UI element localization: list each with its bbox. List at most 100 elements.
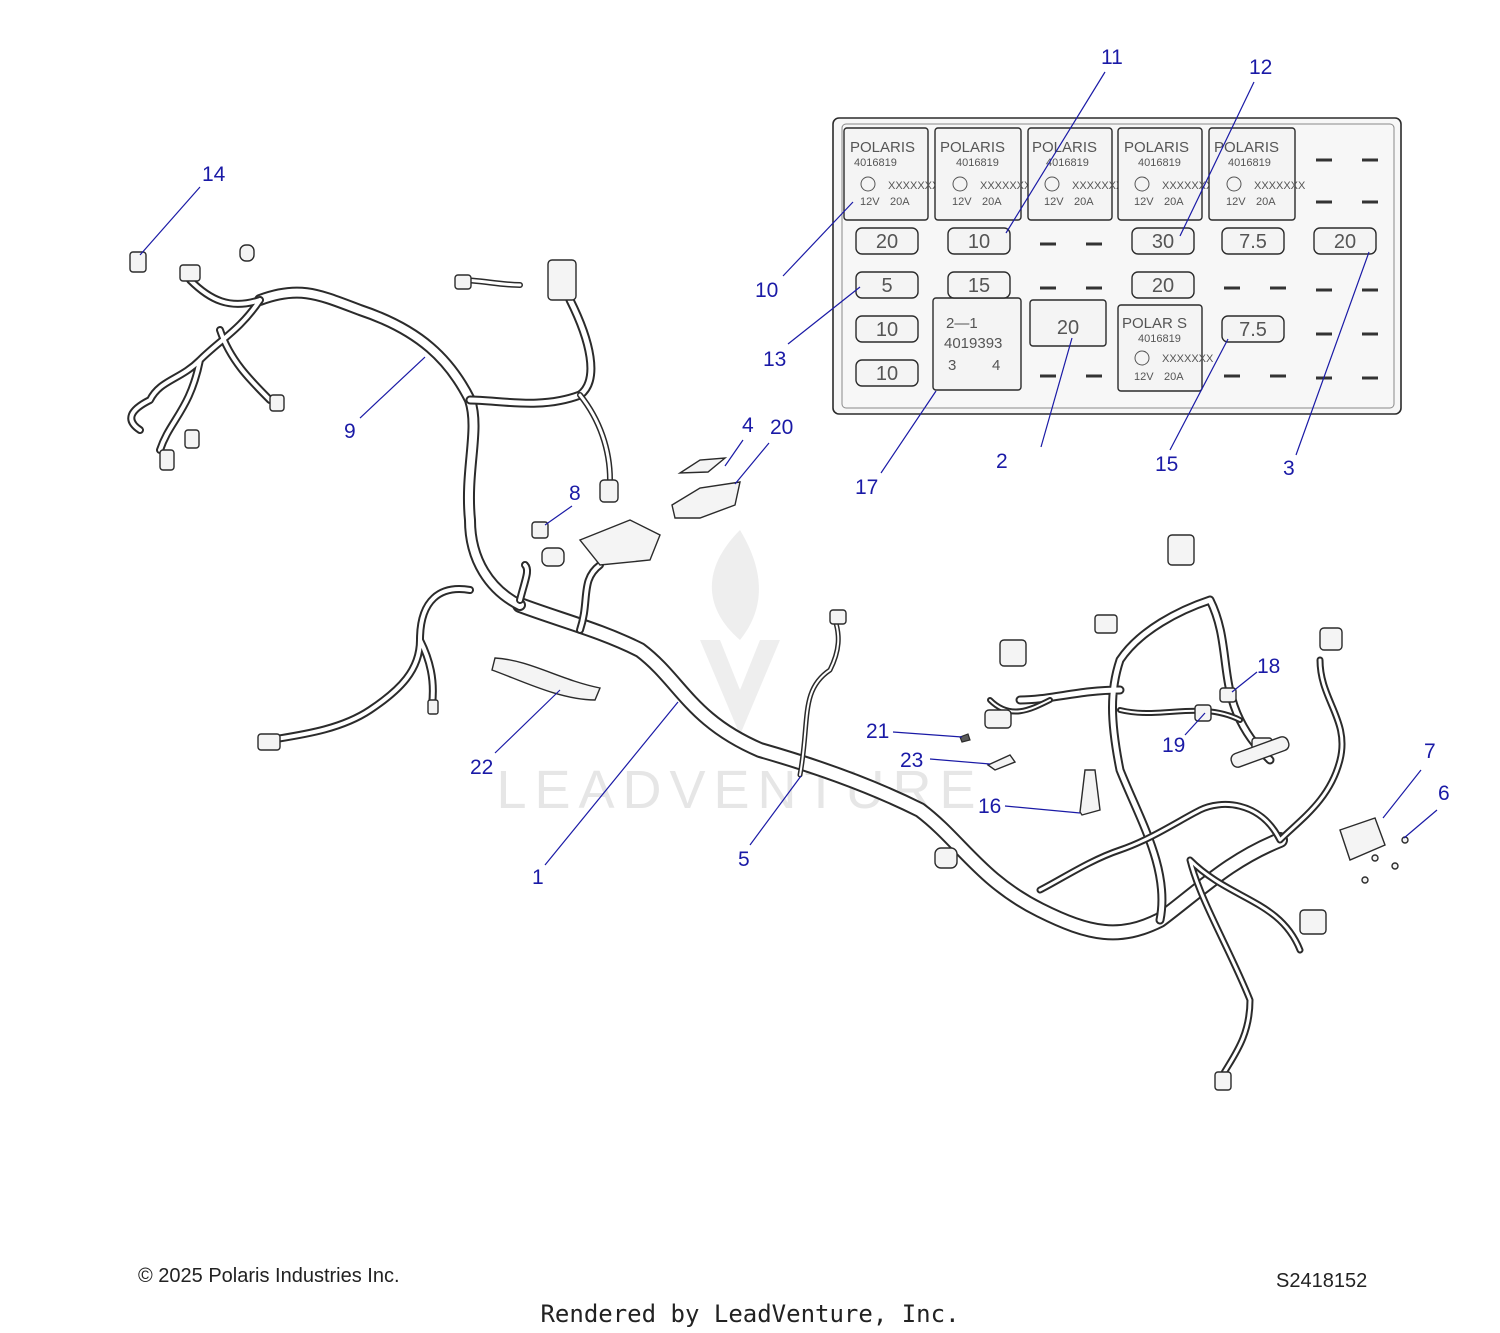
svg-text:7.5: 7.5 bbox=[1239, 231, 1267, 253]
part-20-cover bbox=[671, 481, 741, 519]
svg-text:20: 20 bbox=[876, 231, 898, 253]
callout-16: 16 bbox=[978, 795, 1001, 818]
fuse-large-2: 20 bbox=[1029, 299, 1107, 347]
callout-20: 20 bbox=[770, 416, 793, 439]
relay-bottom-right: POLAR S 4016819 XXXXXXX 12V 20A bbox=[1117, 304, 1214, 392]
svg-text:POLARIS: POLARIS bbox=[940, 139, 1005, 156]
callout-10: 10 bbox=[755, 279, 778, 302]
connector-19 bbox=[1194, 704, 1212, 722]
svg-text:12V: 12V bbox=[1044, 196, 1064, 208]
relay-top-1: POLARIS 4016819 XXXXXXX 12V 20A bbox=[843, 127, 940, 221]
svg-text:20A: 20A bbox=[1256, 196, 1276, 208]
svg-text:4016819: 4016819 bbox=[1138, 333, 1181, 345]
part-21-tie bbox=[959, 733, 971, 743]
relay-top-5: POLARIS 4016819 XXXXXXX 12V 20A bbox=[1208, 127, 1306, 221]
svg-text:20A: 20A bbox=[1164, 371, 1184, 383]
svg-text:4016819: 4016819 bbox=[1138, 157, 1181, 169]
part-22-shield bbox=[491, 657, 601, 701]
fuse-20-right: 20 bbox=[1313, 227, 1377, 255]
fuse-7-5-top: 7.5 bbox=[1221, 227, 1285, 255]
fuse-15: 15 bbox=[947, 271, 1011, 299]
rendered-by-text: Rendered by LeadVenture, Inc. bbox=[540, 1300, 960, 1328]
relay-top-3: POLARIS 4016819 XXXXXXX 12V 20A bbox=[1027, 127, 1124, 221]
relay-top-4: POLARIS 4016819 XXXXXXX 12V 20A bbox=[1117, 127, 1214, 221]
callout-3: 3 bbox=[1283, 457, 1295, 480]
relay-top-2: POLARIS 4016819 XXXXXXX 12V 20A bbox=[934, 127, 1032, 221]
watermark: LEADVENTURE bbox=[496, 530, 976, 820]
connector-8 bbox=[531, 521, 549, 539]
fuse-30: 30 bbox=[1131, 227, 1195, 255]
svg-text:12V: 12V bbox=[1134, 196, 1154, 208]
callout-18: 18 bbox=[1257, 655, 1280, 678]
fuse-10-top: 10 bbox=[947, 227, 1011, 255]
connector-14 bbox=[129, 251, 147, 273]
callout-5: 5 bbox=[738, 848, 750, 871]
svg-text:20A: 20A bbox=[890, 196, 910, 208]
svg-text:POLARIS: POLARIS bbox=[850, 139, 915, 156]
svg-text:4019393: 4019393 bbox=[944, 335, 1002, 352]
svg-text:XXXXXXX: XXXXXXX bbox=[980, 180, 1032, 192]
part-7-grommet bbox=[1339, 817, 1386, 861]
callout-14: 14 bbox=[202, 163, 226, 186]
fuse-10-bottom: 10 bbox=[855, 359, 919, 387]
svg-text:4: 4 bbox=[992, 357, 1000, 374]
fuse-20-top-left: 20 bbox=[855, 227, 919, 255]
svg-text:2—1: 2—1 bbox=[946, 315, 978, 332]
copyright-text: © 2025 Polaris Industries Inc. bbox=[138, 1265, 400, 1287]
fuse-box: POLARIS 4016819 XXXXXXX 12V 20A POLARIS … bbox=[832, 117, 1402, 415]
callout-12: 12 bbox=[1249, 56, 1272, 79]
callout-4: 4 bbox=[742, 414, 754, 437]
callout-1: 1 bbox=[532, 866, 544, 889]
svg-text:5: 5 bbox=[881, 275, 892, 297]
svg-text:4016819: 4016819 bbox=[1228, 157, 1271, 169]
svg-text:4016819: 4016819 bbox=[956, 157, 999, 169]
svg-text:12V: 12V bbox=[1134, 371, 1154, 383]
svg-text:12V: 12V bbox=[860, 196, 880, 208]
callout-19: 19 bbox=[1162, 734, 1185, 757]
svg-text:20: 20 bbox=[1334, 231, 1356, 253]
fuse-7-5-bottom: 7.5 bbox=[1221, 315, 1285, 343]
svg-text:20: 20 bbox=[1057, 317, 1079, 339]
watermark-v-icon bbox=[700, 640, 780, 735]
svg-text:4016819: 4016819 bbox=[854, 157, 897, 169]
callout-17: 17 bbox=[855, 476, 878, 499]
part-4-label bbox=[677, 457, 728, 474]
svg-text:XXXXXXX: XXXXXXX bbox=[1254, 180, 1306, 192]
callouts: 1 2 3 4 5 6 7 8 9 10 11 12 13 14 15 16 1… bbox=[139, 46, 1450, 889]
part-23-clip bbox=[986, 754, 1017, 771]
svg-text:XXXXXXX: XXXXXXX bbox=[1072, 180, 1124, 192]
relay-17: 2—1 4019393 3 4 bbox=[932, 297, 1022, 391]
callout-15: 15 bbox=[1155, 453, 1178, 476]
fuse-5: 5 bbox=[855, 271, 919, 299]
ecu-module bbox=[578, 519, 661, 566]
fuse-20-middle: 20 bbox=[1131, 271, 1195, 299]
svg-text:20A: 20A bbox=[1074, 196, 1094, 208]
callout-13: 13 bbox=[763, 348, 786, 371]
svg-text:30: 30 bbox=[1152, 231, 1174, 253]
svg-text:12V: 12V bbox=[952, 196, 972, 208]
callout-2: 2 bbox=[996, 450, 1008, 473]
callout-22: 22 bbox=[470, 756, 493, 779]
svg-text:XXXXXXX: XXXXXXX bbox=[1162, 180, 1214, 192]
svg-text:10: 10 bbox=[968, 231, 990, 253]
svg-text:XXXXXXX: XXXXXXX bbox=[888, 180, 940, 192]
empty-fuse-slots bbox=[1040, 158, 1378, 380]
svg-text:4016819: 4016819 bbox=[1046, 157, 1089, 169]
callout-11: 11 bbox=[1101, 46, 1123, 69]
svg-text:15: 15 bbox=[968, 275, 990, 297]
callout-23: 23 bbox=[900, 749, 923, 772]
callout-6: 6 bbox=[1438, 782, 1450, 805]
svg-text:POLARIS: POLARIS bbox=[1214, 139, 1279, 156]
svg-text:12V: 12V bbox=[1226, 196, 1246, 208]
svg-text:POLAR S: POLAR S bbox=[1122, 315, 1187, 332]
svg-text:20: 20 bbox=[1152, 275, 1174, 297]
svg-text:20A: 20A bbox=[1164, 196, 1184, 208]
svg-text:20A: 20A bbox=[982, 196, 1002, 208]
fuse-10-middle: 10 bbox=[855, 315, 919, 343]
callout-7: 7 bbox=[1424, 740, 1436, 763]
callout-21: 21 bbox=[866, 720, 889, 743]
svg-text:XXXXXXX: XXXXXXX bbox=[1162, 353, 1214, 365]
svg-text:POLARIS: POLARIS bbox=[1032, 139, 1097, 156]
